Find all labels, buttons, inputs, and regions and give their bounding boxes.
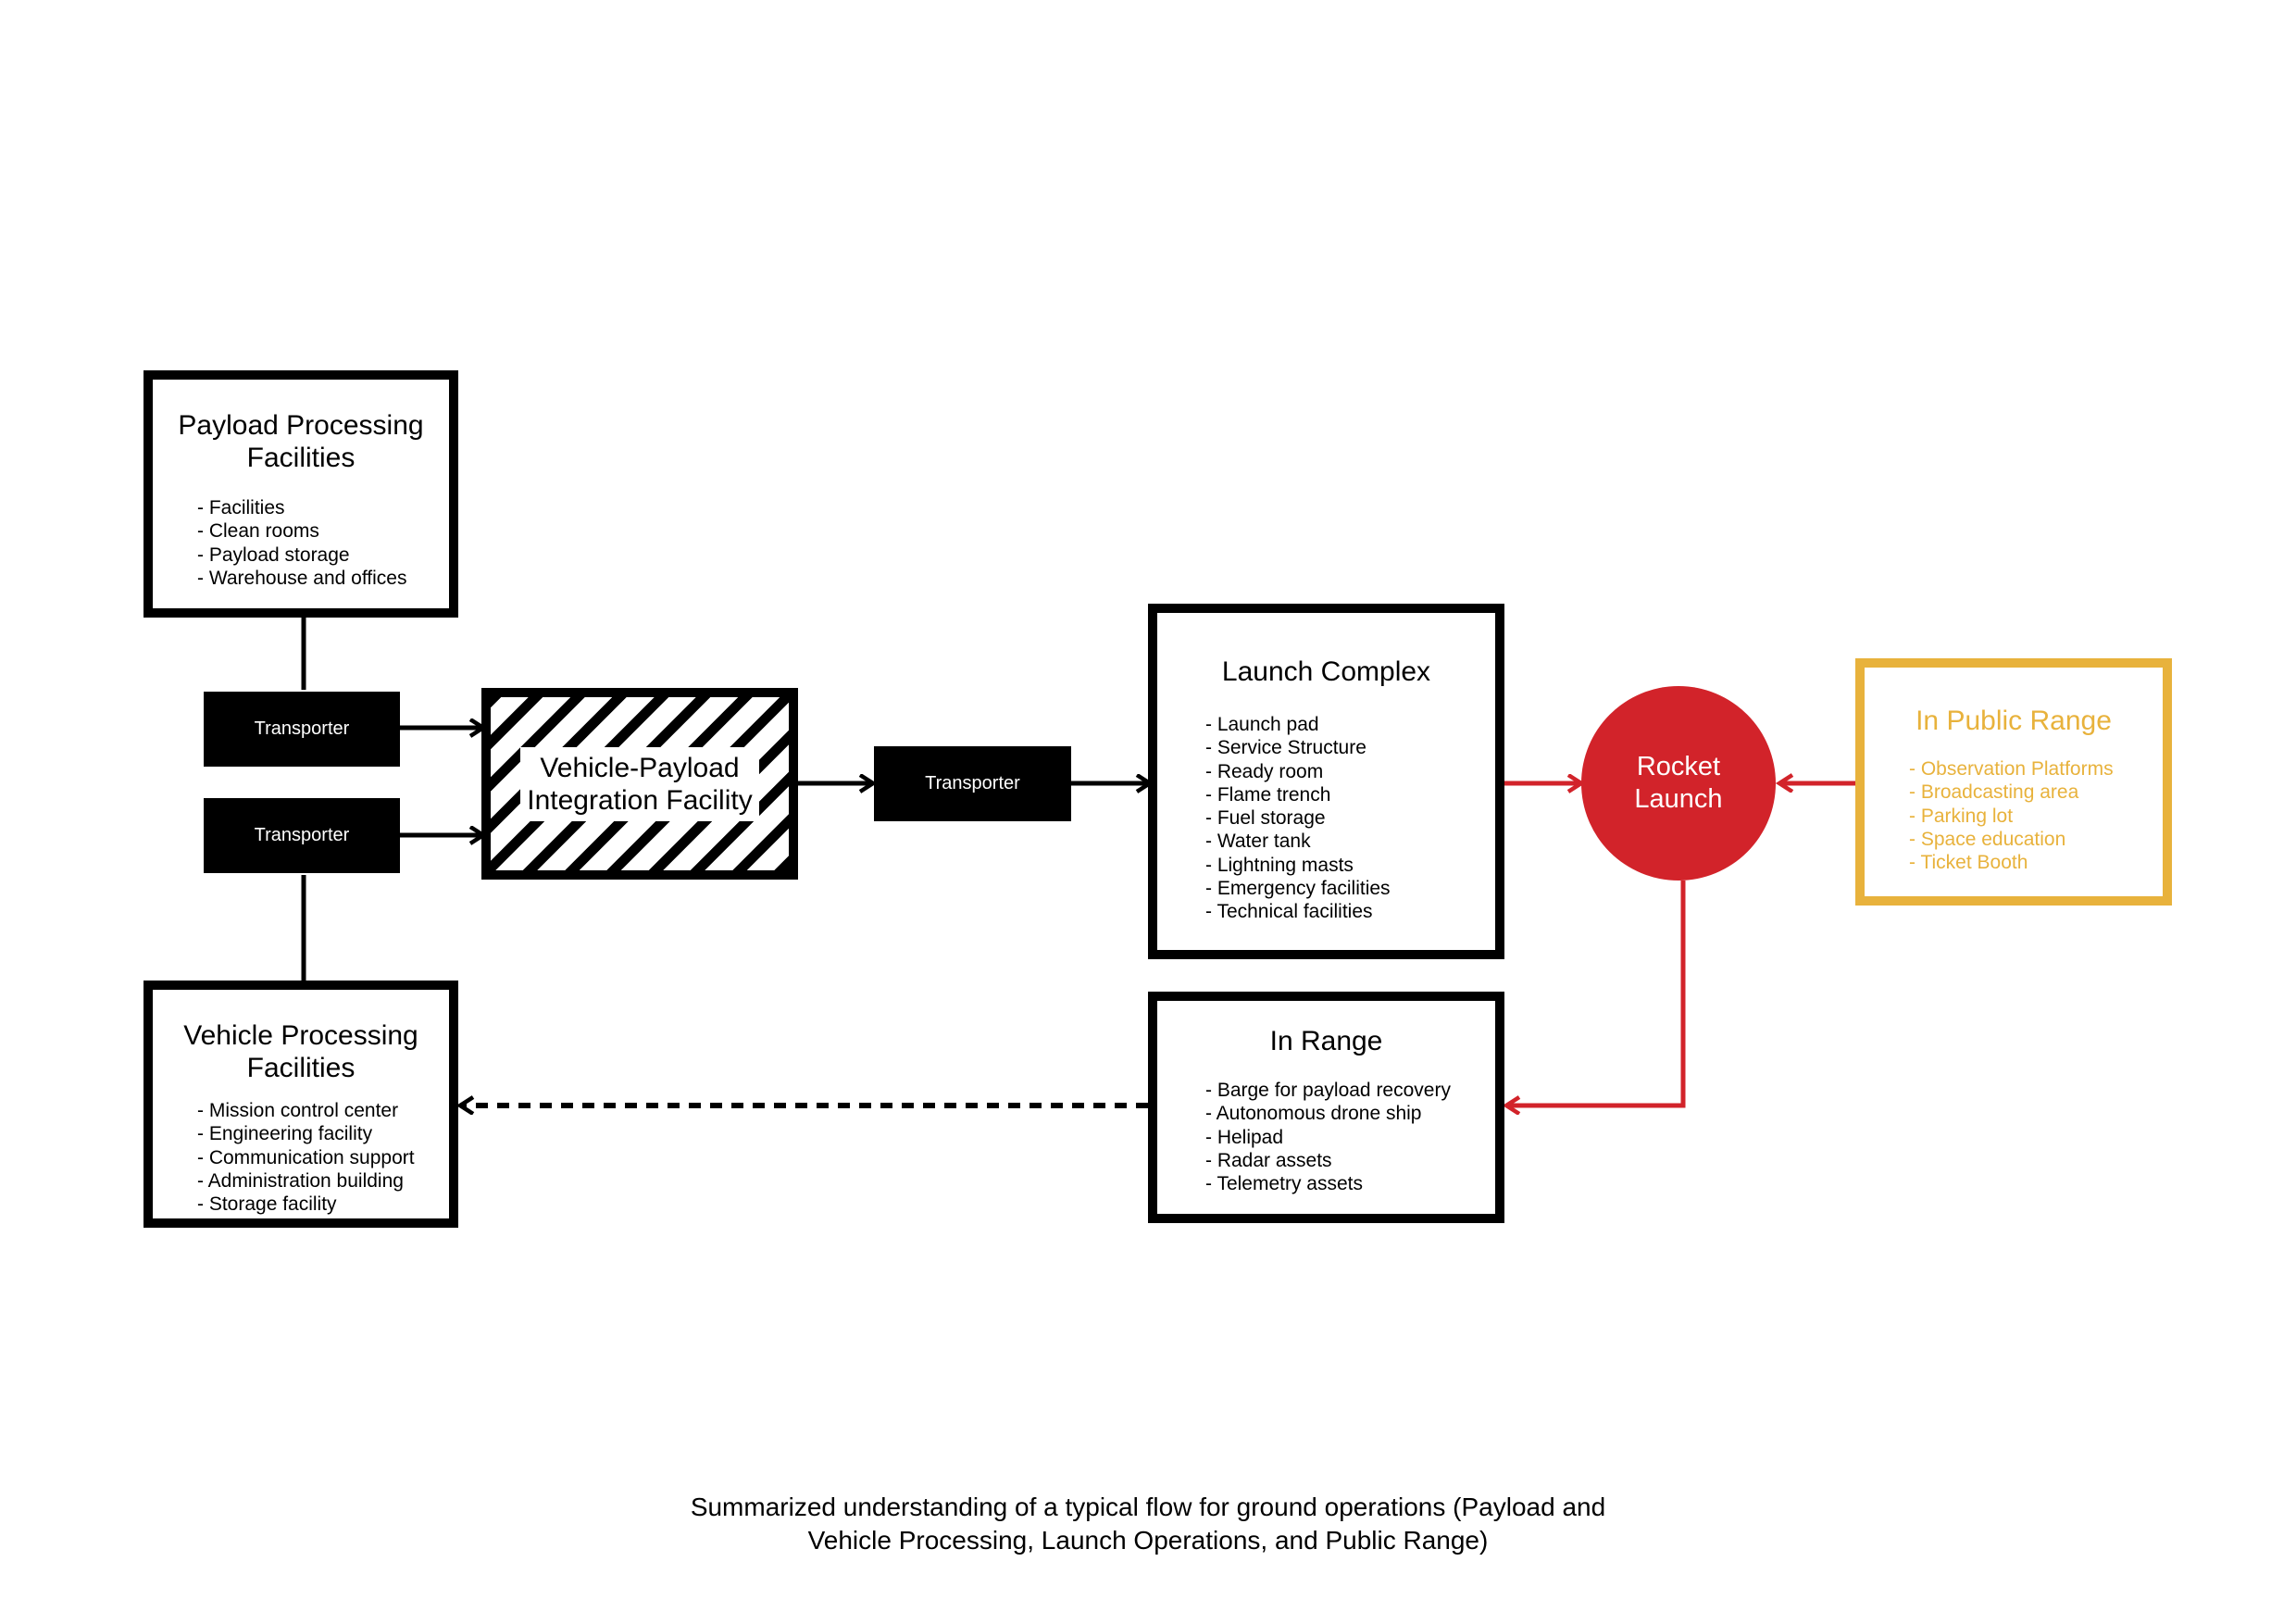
list-item: Parking lot (1909, 805, 2114, 828)
list-item: Storage facility (197, 1193, 415, 1216)
list-item: Communication support (197, 1146, 415, 1169)
vehicle-processing-box: Vehicle Processing Facilities Mission co… (144, 981, 458, 1228)
list-item: Ready room (1205, 760, 1391, 783)
list-item: Fuel storage (1205, 806, 1391, 830)
caption-line-1: Summarized understanding of a typical fl… (690, 1493, 1606, 1521)
list-item: Autonomous drone ship (1205, 1102, 1451, 1125)
list-item: Clean rooms (197, 519, 406, 543)
list-item: Engineering facility (197, 1122, 415, 1145)
list-item: Facilities (197, 496, 406, 519)
integration-facility-label-line-2: Integration Facility (527, 785, 753, 816)
figure-caption: Summarized understanding of a typical fl… (0, 1491, 2296, 1557)
payload-processing-box: Payload Processing Facilities Facilities… (144, 370, 458, 618)
arrow-rocket-to-in-range (1506, 881, 1686, 1106)
public-range-list: Observation Platforms Broadcasting area … (1909, 757, 2114, 874)
transporter-1: Transporter (204, 692, 400, 767)
integration-facility-label-line-1: Vehicle-Payload (540, 753, 740, 783)
vehicle-processing-title: Vehicle Processing Facilities (153, 1019, 449, 1084)
list-item: Warehouse and offices (197, 567, 407, 590)
list-item: Ticket Booth (1909, 851, 2114, 874)
in-range-box: In Range Barge for payload recovery Auto… (1148, 992, 1504, 1223)
list-item: Launch pad (1205, 713, 1391, 736)
vehicle-processing-list: Mission control center Engineering facil… (197, 1099, 415, 1216)
transporter-2: Transporter (204, 798, 400, 873)
list-item: Radar assets (1205, 1149, 1451, 1172)
payload-processing-list: Facilities Clean rooms Payload storage W… (197, 496, 407, 590)
in-range-title: In Range (1269, 1026, 1383, 1056)
rocket-launch-label-line-2: Launch (1634, 784, 1723, 814)
list-item: Emergency facilities (1205, 877, 1391, 900)
list-item: Service Structure (1205, 736, 1391, 759)
list-item: Telemetry assets (1205, 1172, 1451, 1195)
in-range-list: Barge for payload recovery Autonomous dr… (1205, 1079, 1451, 1195)
vehicle-processing-title-line-1: Vehicle Processing (183, 1020, 418, 1051)
list-item: Water tank (1205, 830, 1391, 853)
launch-complex-list: Launch pad Service Structure Ready room … (1205, 713, 1391, 924)
payload-processing-title-line-1: Payload Processing (178, 410, 424, 441)
list-item: Flame trench (1205, 783, 1391, 806)
integration-facility-label: Vehicle-Payload Integration Facility (520, 747, 759, 821)
list-item: Space education (1909, 828, 2114, 851)
list-item: Helipad (1205, 1126, 1451, 1149)
public-range-title: In Public Range (1915, 706, 2112, 736)
list-item: Broadcasting area (1909, 781, 2114, 804)
list-item: Mission control center (197, 1099, 415, 1122)
public-range-box: In Public Range Observation Platforms Br… (1855, 658, 2172, 906)
list-item: Lightning masts (1205, 854, 1391, 877)
launch-complex-box: Launch Complex Launch pad Service Struct… (1148, 604, 1504, 959)
launch-complex-title: Launch Complex (1221, 656, 1431, 687)
list-item: Technical facilities (1205, 900, 1391, 923)
list-item: Observation Platforms (1909, 757, 2114, 781)
list-item: Administration building (197, 1169, 415, 1193)
payload-processing-title-line-2: Facilities (246, 443, 356, 473)
transporter-3: Transporter (874, 746, 1071, 821)
caption-line-2: Vehicle Processing, Launch Operations, a… (807, 1526, 1489, 1555)
payload-processing-title: Payload Processing Facilities (153, 409, 449, 474)
rocket-launch-label-line-1: Rocket (1636, 752, 1721, 781)
list-item: Barge for payload recovery (1205, 1079, 1451, 1102)
integration-facility-box: Vehicle-Payload Integration Facility (481, 688, 798, 880)
list-item: Payload storage (197, 543, 406, 567)
vehicle-processing-title-line-2: Facilities (246, 1053, 356, 1083)
rocket-launch-circle: Rocket Launch (1581, 686, 1776, 881)
